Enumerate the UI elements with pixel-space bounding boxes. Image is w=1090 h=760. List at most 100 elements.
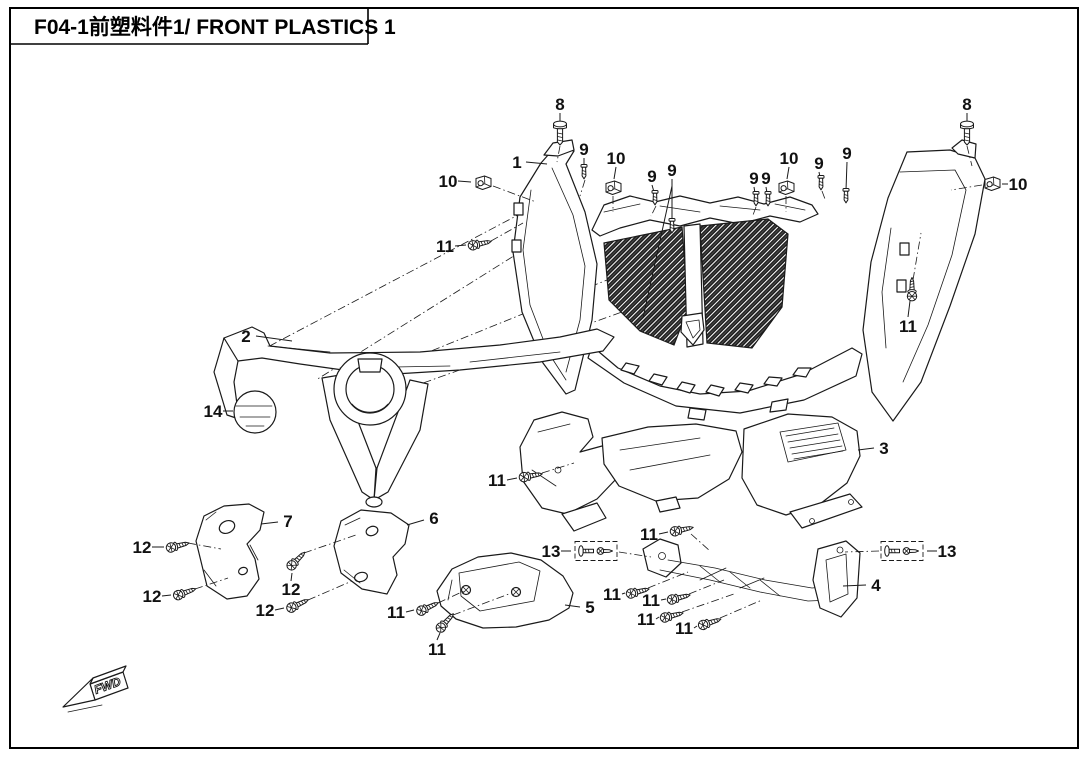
- callout-label-1: 1: [512, 153, 521, 172]
- callout-label-13: 13: [542, 542, 561, 561]
- callout-11: 11: [428, 593, 510, 659]
- part-3-lower-bumper-group: [519, 411, 863, 532]
- page-title: F04-1前塑料件1/ FRONT PLASTICS 1: [34, 15, 396, 39]
- callout-12: 12: [143, 577, 229, 606]
- tapping-screw-icon: [842, 188, 850, 204]
- callout-3: 3: [857, 439, 889, 458]
- callout-11: 11: [675, 599, 763, 638]
- callout-12: 12: [133, 537, 222, 557]
- part-4-lower-bracket: [642, 538, 861, 618]
- callout-11: 11: [436, 222, 524, 256]
- headlight-panel-right: [862, 139, 986, 422]
- callout-6: 6: [406, 509, 439, 528]
- callout-label-11: 11: [603, 585, 621, 604]
- part-14-emblem: [233, 390, 277, 434]
- part-2-front-panel: [213, 326, 615, 508]
- callout-10: 10: [439, 172, 537, 203]
- callout-5: 5: [564, 598, 595, 617]
- callout-10: 10: [950, 175, 1028, 194]
- callout-13: 13: [844, 541, 957, 561]
- part-5-center-cover: [436, 552, 574, 629]
- tapping-screw-icon: [580, 164, 588, 180]
- callout-label-10: 10: [780, 149, 799, 168]
- callout-label-9: 9: [749, 169, 758, 188]
- callout-label-14: 14: [204, 402, 223, 421]
- callout-label-11: 11: [637, 610, 655, 629]
- part-7-bracket: [195, 503, 265, 600]
- callout-9: 9: [761, 169, 772, 207]
- callout-label-10: 10: [607, 149, 626, 168]
- callout-8: 8: [960, 95, 974, 167]
- callout-11: 11: [603, 571, 689, 604]
- callout-label-11: 11: [488, 471, 506, 490]
- square-clip-nut-icon: [984, 176, 1001, 191]
- callout-label-11: 11: [675, 619, 693, 638]
- title-block: F04-1前塑料件1/ FRONT PLASTICS 1: [10, 8, 396, 45]
- flange-screw-icon: [433, 610, 458, 635]
- center-emblem: [680, 312, 705, 346]
- callout-9: 9: [814, 154, 826, 200]
- callout-label-11: 11: [387, 603, 405, 622]
- front-fascia-assembly: [511, 139, 986, 422]
- callout-label-6: 6: [429, 509, 438, 528]
- bolt-kit-icon: [574, 541, 618, 561]
- callout-9: 9: [842, 144, 852, 204]
- callout-4: 4: [842, 576, 881, 595]
- callout-12: 12: [282, 534, 357, 599]
- callout-label-11: 11: [899, 317, 917, 336]
- callout-9: 9: [749, 169, 760, 216]
- callout-label-11: 11: [640, 525, 658, 544]
- part-3-right-section: [741, 413, 863, 529]
- callout-10: 10: [778, 149, 799, 212]
- callout-label-9: 9: [761, 169, 770, 188]
- callout-label-9: 9: [579, 140, 588, 159]
- callout-label-9: 9: [647, 167, 656, 186]
- square-clip-nut-icon: [778, 180, 795, 195]
- callout-label-8: 8: [962, 95, 971, 114]
- flange-screw-icon: [414, 597, 441, 618]
- callout-1: 1: [512, 153, 548, 172]
- callout-label-11: 11: [642, 591, 660, 610]
- callout-11: 11: [387, 590, 465, 622]
- callout-8: 8: [553, 95, 567, 163]
- callout-label-12: 12: [282, 580, 301, 599]
- callout-label-10: 10: [439, 172, 458, 191]
- tapping-screw-icon: [817, 175, 825, 191]
- callout-14: 14: [204, 402, 233, 421]
- callout-11: 11: [488, 462, 575, 490]
- flange-screw-icon: [284, 548, 309, 573]
- flange-screw-icon: [466, 236, 493, 252]
- square-clip-nut-icon: [605, 180, 622, 195]
- flange-screw-icon: [696, 614, 723, 632]
- callout-9: 9: [642, 161, 677, 319]
- callout-label-3: 3: [879, 439, 888, 458]
- bolt-kit-icon: [880, 541, 924, 561]
- callout-label-13: 13: [938, 542, 957, 561]
- flange-screw-icon: [668, 522, 695, 538]
- square-clip-nut-icon: [475, 175, 492, 190]
- part-6-bracket: [333, 509, 410, 595]
- callout-11: 11: [642, 579, 725, 610]
- callout-label-12: 12: [143, 587, 162, 606]
- callout-label-11: 11: [436, 237, 454, 256]
- fwd-direction-arrow: FWD: [62, 665, 129, 713]
- grille-mesh: [603, 218, 789, 349]
- callout-12: 12: [256, 580, 353, 620]
- callout-label-11: 11: [428, 640, 446, 659]
- callout-label-12: 12: [256, 601, 275, 620]
- grille-top-cowl: [591, 195, 819, 237]
- callout-11: 11: [899, 232, 922, 336]
- flange-screw-icon: [164, 537, 191, 554]
- lower-bumper-bar: [587, 345, 863, 421]
- callout-label-12: 12: [133, 538, 152, 557]
- callout-9: 9: [579, 140, 589, 197]
- callout-11: 11: [640, 522, 711, 552]
- part-1-headlight-panel-left: [511, 139, 598, 395]
- callout-label-9: 9: [667, 161, 676, 180]
- callout-10: 10: [605, 149, 626, 212]
- callout-label-10: 10: [1009, 175, 1028, 194]
- flange-screw-icon: [171, 583, 198, 602]
- callout-7: 7: [260, 512, 293, 531]
